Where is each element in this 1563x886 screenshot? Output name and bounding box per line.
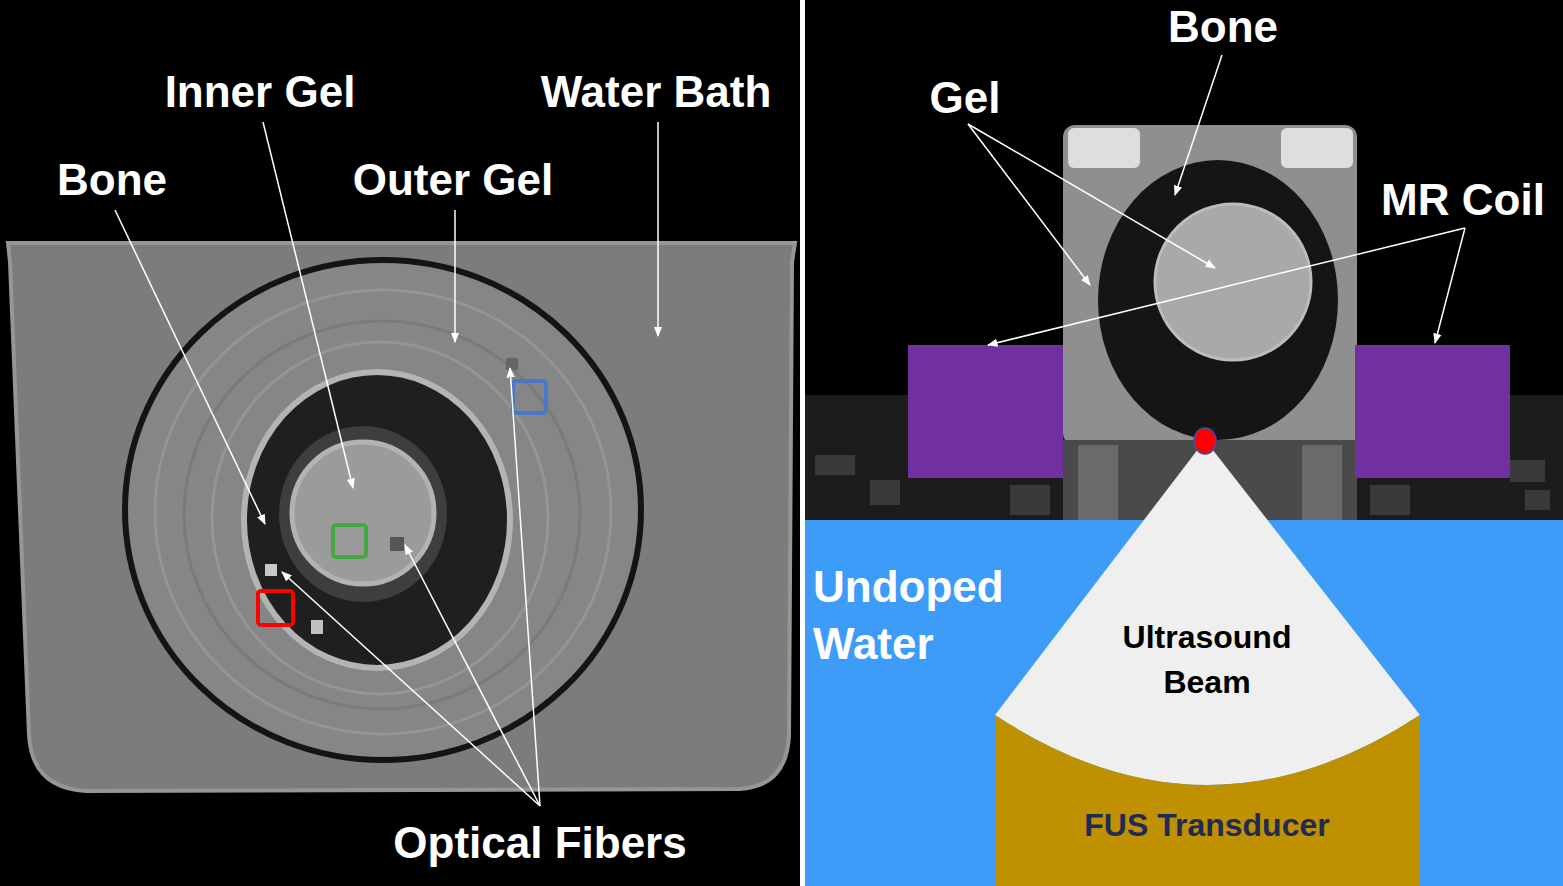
leader-line: [263, 122, 353, 488]
water-region: Undoped WaterUltrasound BeamFUS Transduc…: [805, 520, 1563, 886]
leader-line: [988, 228, 1465, 345]
water-bath-container: [8, 243, 795, 791]
inner-gel: [292, 442, 434, 584]
noise-block: [1010, 485, 1050, 515]
bone-inner-edge: [279, 426, 447, 602]
ultrasound-beam: Ultrasound Beam: [995, 440, 1420, 790]
focal-spot: [1194, 428, 1216, 454]
part-label: Optical Fibers: [393, 819, 686, 867]
leader-line: [454, 210, 456, 342]
housing-base: [1078, 445, 1118, 520]
noise-block: [815, 455, 855, 475]
noise-block: [1370, 485, 1410, 515]
noise-block: [1525, 490, 1550, 510]
part-label: Inner Gel: [165, 68, 356, 116]
shape-outline: [995, 715, 1420, 886]
gel-ring: [155, 290, 611, 734]
housing-base: [1302, 445, 1342, 520]
leader-line: [968, 124, 1215, 268]
optical-fiber: [311, 620, 323, 634]
right-background: [805, 0, 1563, 886]
leader-line: [968, 124, 1090, 285]
leader-line: [657, 122, 659, 336]
shape-fill: [995, 715, 1420, 886]
gel-housing: [1063, 125, 1357, 445]
optical-fiber: [390, 537, 404, 551]
part-label: MR Coil: [1381, 176, 1545, 224]
roi-square: [333, 525, 366, 557]
node-label: Undoped Water: [813, 558, 1045, 672]
noise-block: [870, 480, 900, 505]
gel-core: [1155, 204, 1311, 360]
fus-transducer: FUS Transducer: [995, 715, 1420, 886]
outer-gel-cylinder: [125, 260, 641, 760]
roi-square: [513, 381, 546, 413]
noise-block: [1510, 460, 1545, 482]
bone-ring: [244, 372, 510, 668]
bright-corner: [1068, 128, 1140, 168]
mr-coil: [908, 345, 1063, 478]
optical-fiber: [506, 358, 518, 370]
leader-lines: [115, 122, 658, 806]
leader-line: [510, 368, 540, 806]
optical-fiber: [265, 564, 277, 576]
part-label: Outer Gel: [353, 156, 554, 204]
roi-square: [258, 591, 293, 625]
part-label: Gel: [930, 74, 1001, 122]
part-label: Bone: [57, 156, 167, 204]
shape-outline: [995, 440, 1420, 790]
mr-coil: [1355, 345, 1510, 478]
leader-line: [115, 210, 265, 524]
leader-line: [1435, 228, 1465, 343]
leader-line: [405, 545, 540, 806]
left-background: [0, 0, 800, 886]
shape-fill: [995, 440, 1420, 785]
node-label: Ultrasound Beam: [1102, 615, 1312, 705]
bone-ring: [1098, 160, 1338, 440]
part-label: Bone: [1168, 3, 1278, 51]
leader-line: [1175, 55, 1222, 195]
node-label: FUS Transducer: [1007, 805, 1407, 847]
part-label: Water Bath: [541, 68, 772, 116]
leader-line: [282, 572, 540, 806]
bright-corner: [1281, 128, 1353, 168]
